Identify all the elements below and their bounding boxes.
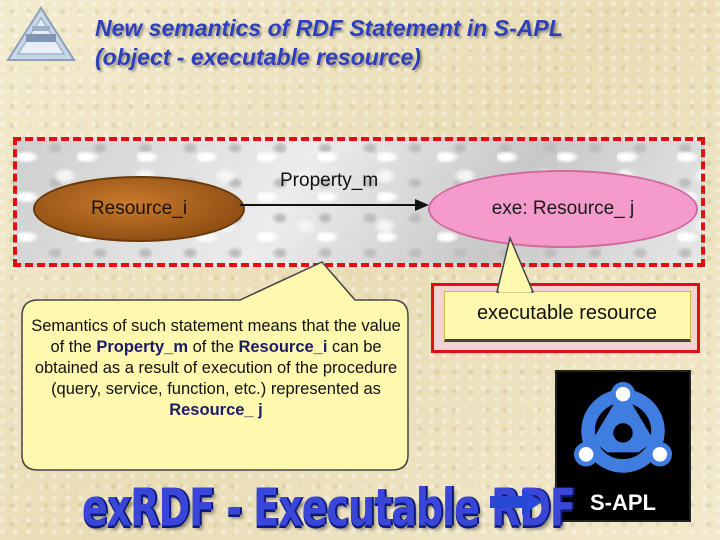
right-arrow-icon [490, 489, 542, 515]
sapl-logo [555, 370, 691, 522]
title-line-2: (object - executable resource) [95, 44, 421, 70]
semantics-text-part: can be obtained as a result of execution… [34, 338, 398, 398]
semantics-text-resource-i: Resource_i [238, 338, 328, 356]
semantics-text-part: of the [188, 338, 239, 356]
university-logo-icon [6, 6, 76, 61]
subject-resource-node: Resource_i [33, 176, 245, 242]
executable-resource-callout [444, 291, 691, 342]
subject-resource-label: Resource_i [90, 198, 188, 219]
exrdf-banner: exRDF - Executable RDF [82, 478, 576, 538]
semantics-text-resource-j: Resource_ j [169, 401, 263, 419]
object-resource-label: exe: Resource_ j [491, 198, 635, 219]
semantics-text-property: Property_m [96, 338, 189, 356]
slide-title: New semantics of RDF Statement in S-APL … [95, 14, 695, 72]
network-icon [573, 381, 673, 473]
sapl-label: S-APL [590, 490, 656, 515]
object-resource-node: exe: Resource_ j [428, 170, 698, 248]
title-line-1: New semantics of RDF Statement in S-APL [95, 15, 563, 41]
predicate-arrow-icon [240, 199, 429, 211]
predicate-label: Property_m [280, 170, 379, 191]
semantics-text-part: Semantics of such statement means that t… [31, 317, 401, 356]
semantics-callout-text: Semantics of such statement means that t… [28, 316, 404, 421]
executable-resource-label: executable resource [476, 302, 658, 324]
